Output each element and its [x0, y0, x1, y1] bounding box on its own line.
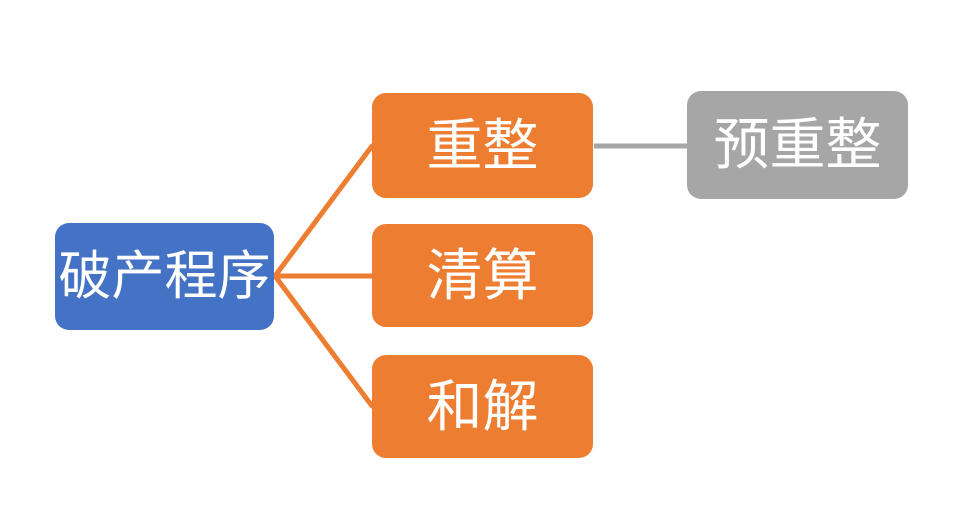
node-pre-reorganization: 预重整 — [687, 91, 908, 199]
node-liquidation: 清算 — [372, 224, 593, 327]
node-bankruptcy-procedure: 破产程序 — [55, 223, 274, 330]
node-reorganization-label: 重整 — [426, 113, 539, 177]
connector-root-to-settlement — [272, 273, 375, 409]
node-settlement-label: 和解 — [426, 374, 539, 438]
node-pre-reorganization-label: 预重整 — [713, 113, 882, 176]
node-reorganization: 重整 — [372, 93, 593, 198]
connector-root-to-reorganization — [272, 143, 375, 279]
node-liquidation-label: 清算 — [426, 243, 539, 307]
node-settlement: 和解 — [372, 355, 593, 458]
node-bankruptcy-procedure-label: 破产程序 — [58, 247, 271, 306]
